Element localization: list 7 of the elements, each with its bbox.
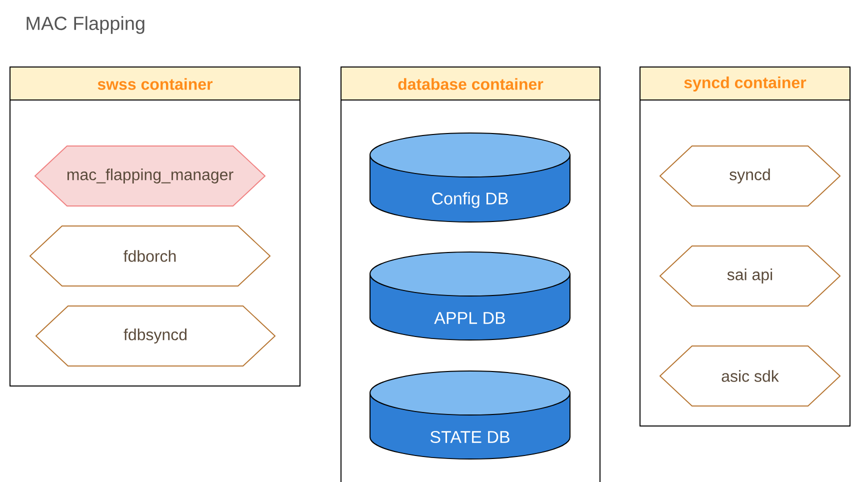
node-label: STATE DB <box>430 430 510 444</box>
database-cylinder: APPL DB <box>370 252 570 340</box>
database-cylinder: STATE DB <box>370 370 570 460</box>
title: MAC Flapping <box>26 16 144 34</box>
node-label: APPL DB <box>434 312 505 324</box>
node-label: Config DB <box>432 192 508 208</box>
database-cylinder: Config DB <box>370 132 570 222</box>
